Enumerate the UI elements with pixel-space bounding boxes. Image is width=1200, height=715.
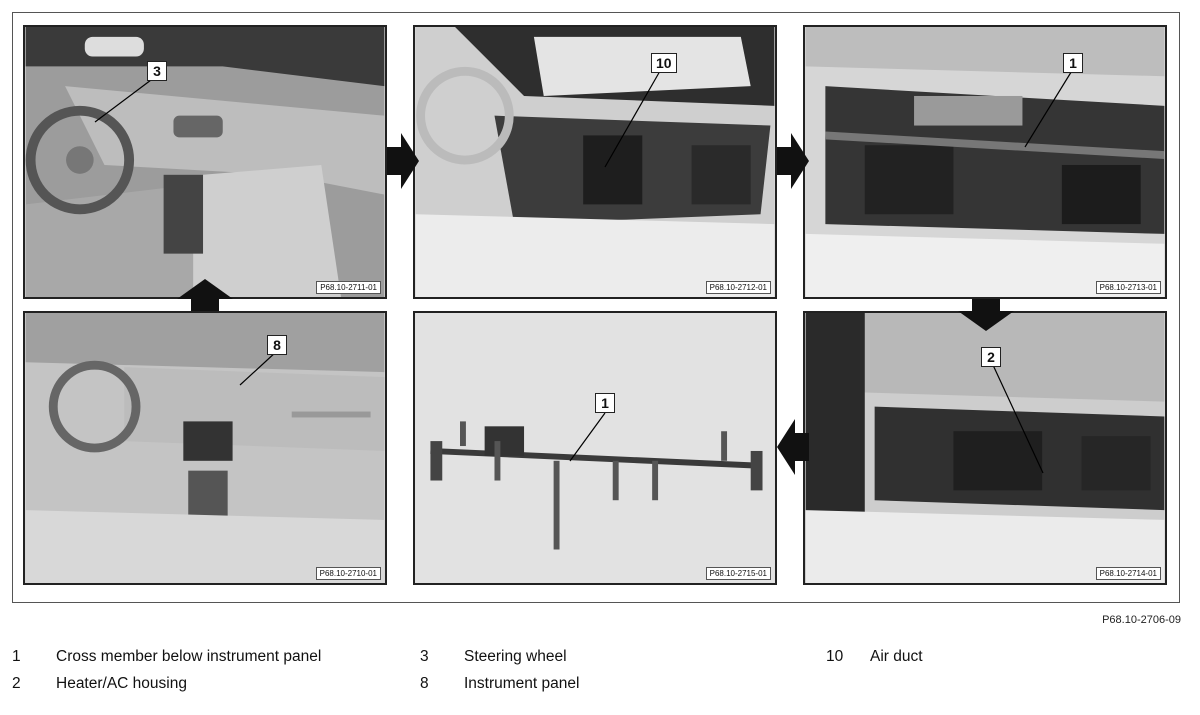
arrow-right-icon xyxy=(387,133,419,189)
legend-item: 3 Steering wheel xyxy=(420,647,680,667)
figure-frame: 3 P68.10-2711-01 10 P68.10-2712-01 xyxy=(12,12,1180,603)
callout-label: 10 xyxy=(651,53,677,73)
callout-label: 1 xyxy=(1063,53,1083,73)
heater-housing-photo xyxy=(805,313,1165,583)
callout-label: 8 xyxy=(267,335,287,355)
callout-label: 2 xyxy=(981,347,1001,367)
legend-label: Instrument panel xyxy=(464,675,580,692)
removed-cross-member-photo xyxy=(415,313,775,583)
legend-number: 3 xyxy=(420,648,429,665)
photo-panel-3: 1 P68.10-2713-01 xyxy=(803,25,1167,299)
panel-code: P68.10-2714-01 xyxy=(1095,567,1161,580)
legend-item: 2 Heater/AC housing xyxy=(12,674,372,694)
figure-code: P68.10-2706-09 xyxy=(1102,614,1181,626)
legend-number: 1 xyxy=(12,648,21,665)
arrow-right-icon xyxy=(777,133,809,189)
legend-item: 8 Instrument panel xyxy=(420,674,680,694)
photo-panel-5: 1 P68.10-2715-01 xyxy=(413,311,777,585)
legend-number: 2 xyxy=(12,675,21,692)
callout-label: 1 xyxy=(595,393,615,413)
photo-panel-6: 2 P68.10-2714-01 xyxy=(803,311,1167,585)
legend-label: Air duct xyxy=(870,648,923,665)
legend-label: Heater/AC housing xyxy=(56,675,187,692)
photo-panel-4: 8 P68.10-2710-01 xyxy=(23,311,387,585)
panel-code: P68.10-2715-01 xyxy=(705,567,771,580)
cross-member-photo xyxy=(805,27,1165,297)
panel-code: P68.10-2710-01 xyxy=(315,567,381,580)
photo-panel-1: 3 P68.10-2711-01 xyxy=(23,25,387,299)
instrument-panel-photo xyxy=(25,313,385,583)
arrow-left-icon xyxy=(777,419,809,475)
arrow-down-icon xyxy=(958,299,1014,331)
dashboard-photo xyxy=(25,27,385,297)
photo-panel-2: 10 P68.10-2712-01 xyxy=(413,25,777,299)
air-duct-photo xyxy=(415,27,775,297)
legend-item: 1 Cross member below instrument panel xyxy=(12,647,372,667)
legend-label: Cross member below instrument panel xyxy=(56,648,322,665)
legend-item: 10 Air duct xyxy=(826,647,1026,667)
panel-code: P68.10-2712-01 xyxy=(705,281,771,294)
panel-code: P68.10-2713-01 xyxy=(1095,281,1161,294)
legend-number: 8 xyxy=(420,675,429,692)
legend-label: Steering wheel xyxy=(464,648,567,665)
arrow-up-icon xyxy=(177,279,233,311)
legend-number: 10 xyxy=(826,648,844,665)
panel-code: P68.10-2711-01 xyxy=(316,281,381,294)
callout-label: 3 xyxy=(147,61,167,81)
